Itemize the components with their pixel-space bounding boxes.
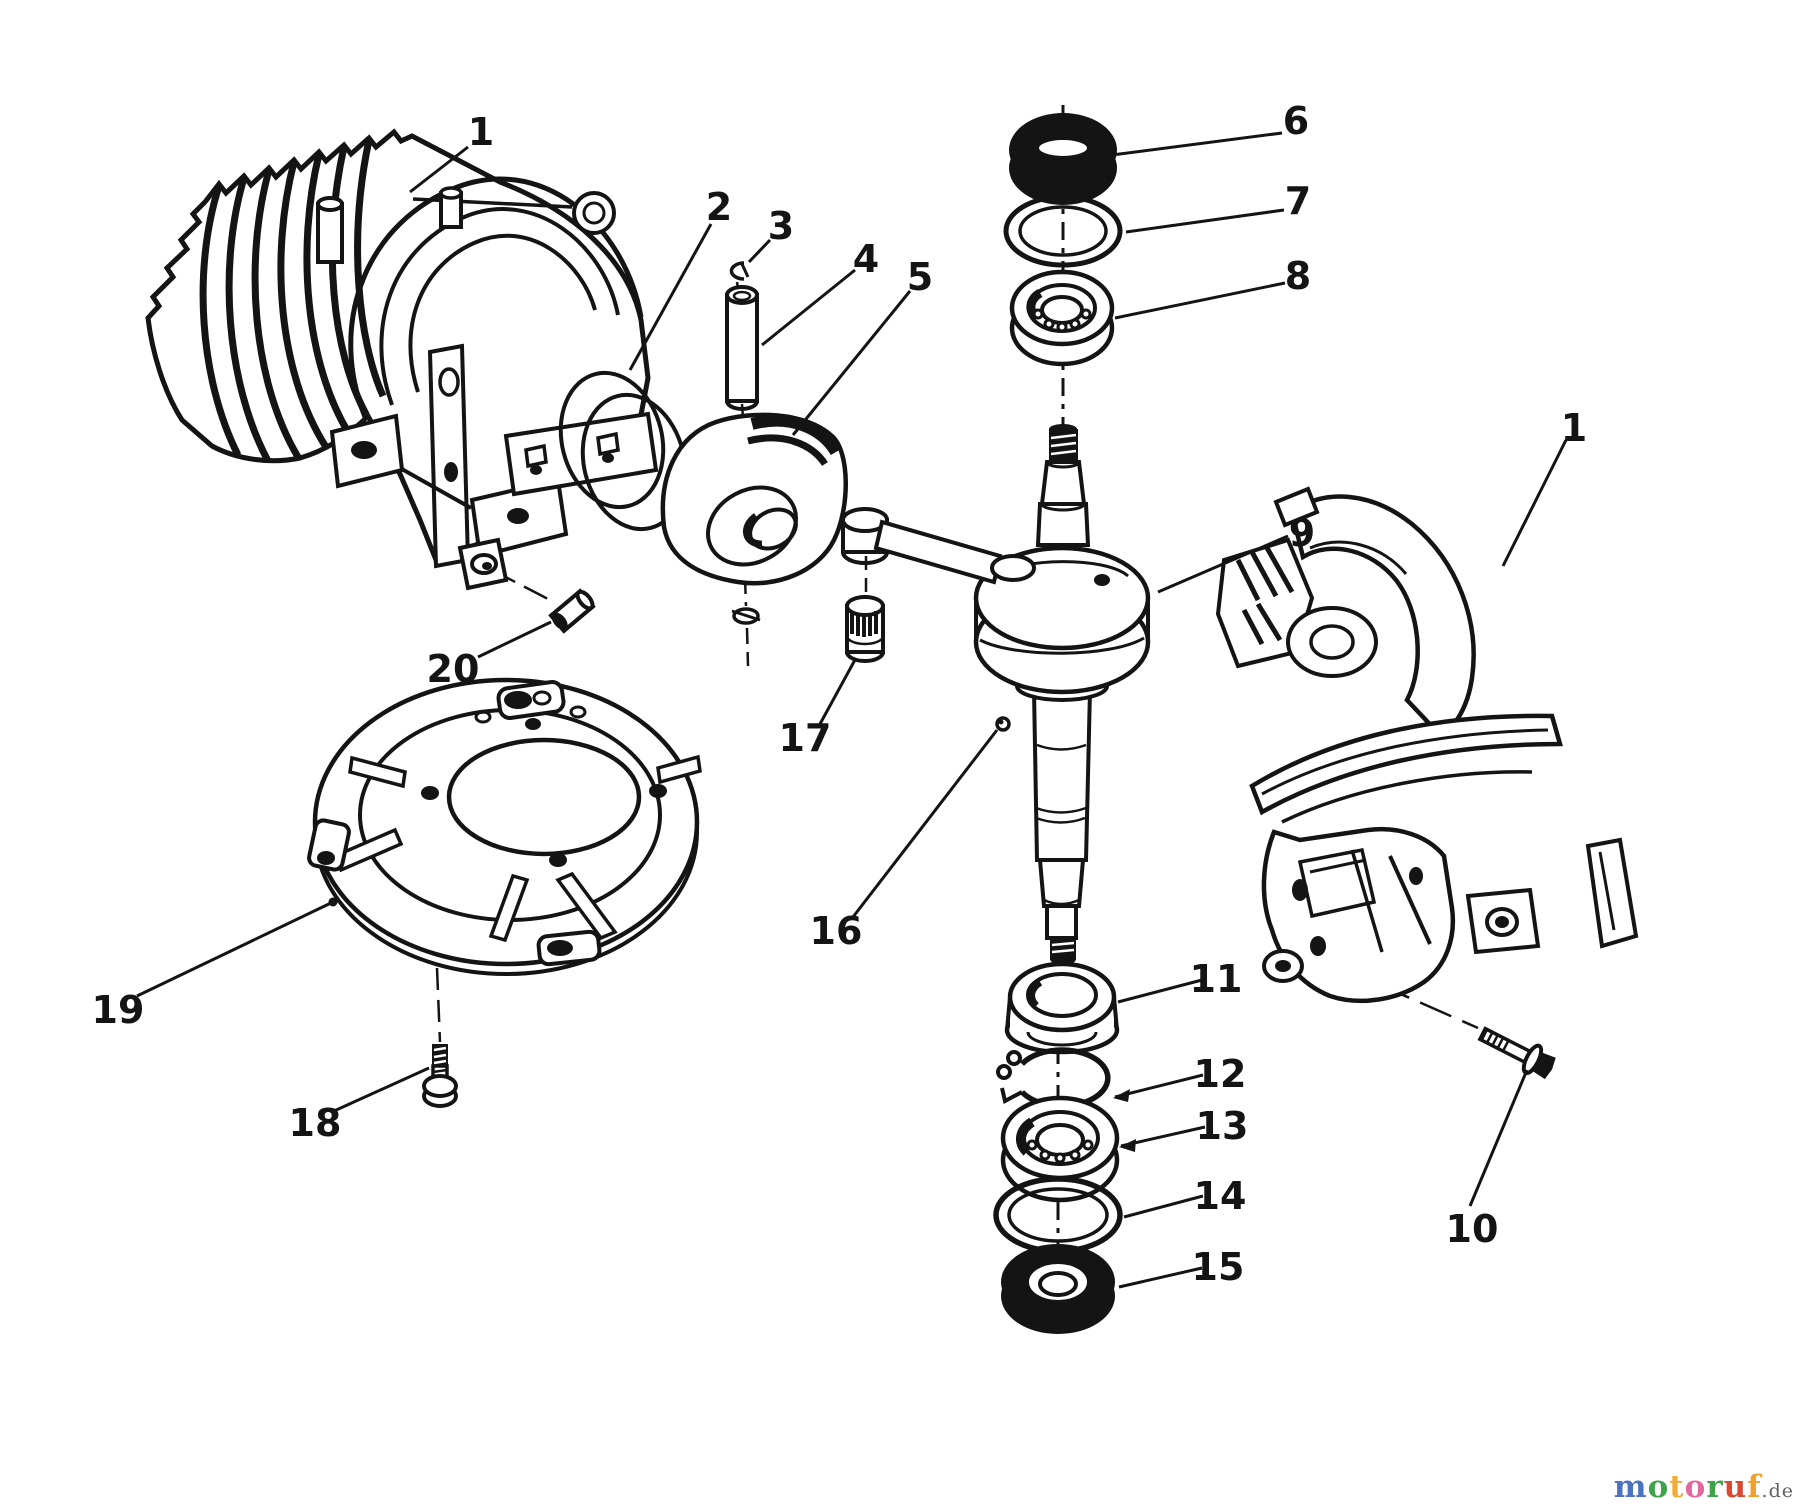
watermark-letter: r [1706,1469,1724,1505]
upper-o-ring [1003,194,1123,268]
callout-13: 13 [1196,1104,1249,1148]
watermark-letter: f [1747,1469,1762,1505]
callout-20: 20 [427,647,480,691]
upper-ball-bearing [1009,269,1115,367]
callout-4: 4 [853,237,879,281]
crankshaft [873,424,1151,965]
mounting-bolt [1477,1026,1556,1080]
callout-5: 5 [907,255,933,299]
callout-labels: 1 2 3 4 5 6 7 8 9 1 10 11 12 13 14 15 16… [92,99,1588,1289]
callout-7: 7 [1285,179,1311,223]
callout-3: 3 [768,204,794,248]
lower-oil-seal [1001,1244,1115,1334]
top-stud [439,186,463,229]
callout-14: 14 [1194,1174,1247,1218]
watermark-text: motoruf [1614,1469,1762,1505]
callout-2: 2 [706,185,732,229]
retaining-ring-lower [731,607,761,625]
block-mount-lug [457,537,509,591]
watermark-suffix: .de [1761,1480,1794,1502]
callout-18: 18 [289,1101,342,1145]
watermark-logo: motoruf.de [1614,1472,1794,1503]
callout-19: 19 [92,988,145,1032]
watermark-letter: o [1684,1469,1707,1505]
needle-bearing [845,595,885,663]
watermark-letter: o [1647,1469,1670,1505]
connecting-rod [873,519,1003,585]
cover-screw [422,1044,458,1108]
watermark-letter: u [1723,1469,1748,1505]
piston [660,412,848,586]
dowel-ball [995,716,1011,732]
locating-pin [548,588,596,634]
callout-15: 15 [1192,1245,1245,1289]
upper-oil-seal [1009,113,1117,205]
watermark-letter: t [1669,1469,1685,1505]
leader-lines [136,131,1568,1289]
cylinder-block [145,128,659,591]
callout-12: 12 [1194,1052,1247,1096]
crankcase-cover-plate [307,677,702,976]
retaining-ring-upper [729,261,750,281]
callout-11: 11 [1190,957,1243,1001]
callout-6: 6 [1283,99,1309,143]
callout-1-block: 1 [468,110,494,154]
callout-16: 16 [810,909,863,953]
callout-8: 8 [1285,254,1311,298]
watermark-letter: m [1613,1469,1648,1505]
wrist-pin [725,285,759,411]
crankcase-muffler-assembly [1215,486,1639,1004]
callout-9: 9 [1289,511,1315,555]
callout-10: 10 [1446,1207,1499,1251]
callout-1-muffler: 1 [1561,406,1587,450]
spacer-collar [1004,961,1120,1055]
head-stud [316,196,344,264]
round-boss [572,191,616,235]
callout-17: 17 [779,716,832,760]
